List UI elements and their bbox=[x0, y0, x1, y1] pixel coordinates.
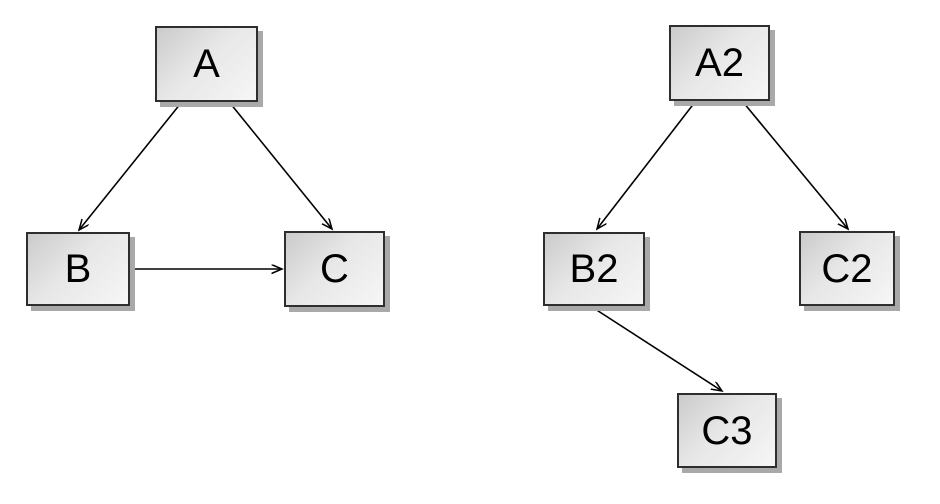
node-A2-label: A2 bbox=[695, 41, 744, 85]
node-B-label: B bbox=[64, 247, 92, 291]
node-C[interactable]: C bbox=[284, 231, 385, 307]
node-A[interactable]: A bbox=[155, 26, 258, 102]
edge-A-B[interactable] bbox=[79, 102, 182, 230]
edge-A2-C2[interactable] bbox=[742, 101, 848, 229]
edge-A-C[interactable] bbox=[229, 102, 332, 229]
node-B2-label: B2 bbox=[569, 247, 619, 291]
node-C2-label: C2 bbox=[821, 246, 873, 291]
node-B[interactable]: B bbox=[26, 232, 130, 306]
edge-A2-B2[interactable] bbox=[597, 101, 696, 229]
node-C2[interactable]: C2 bbox=[799, 231, 895, 306]
node-C-label: C bbox=[320, 247, 349, 291]
edge-B2-C3[interactable] bbox=[591, 306, 722, 391]
node-A2[interactable]: A2 bbox=[669, 25, 770, 101]
node-C3[interactable]: C3 bbox=[677, 393, 777, 468]
node-C3-label: C3 bbox=[701, 408, 753, 453]
node-B2[interactable]: B2 bbox=[543, 232, 645, 306]
node-A-label: A bbox=[193, 42, 220, 86]
